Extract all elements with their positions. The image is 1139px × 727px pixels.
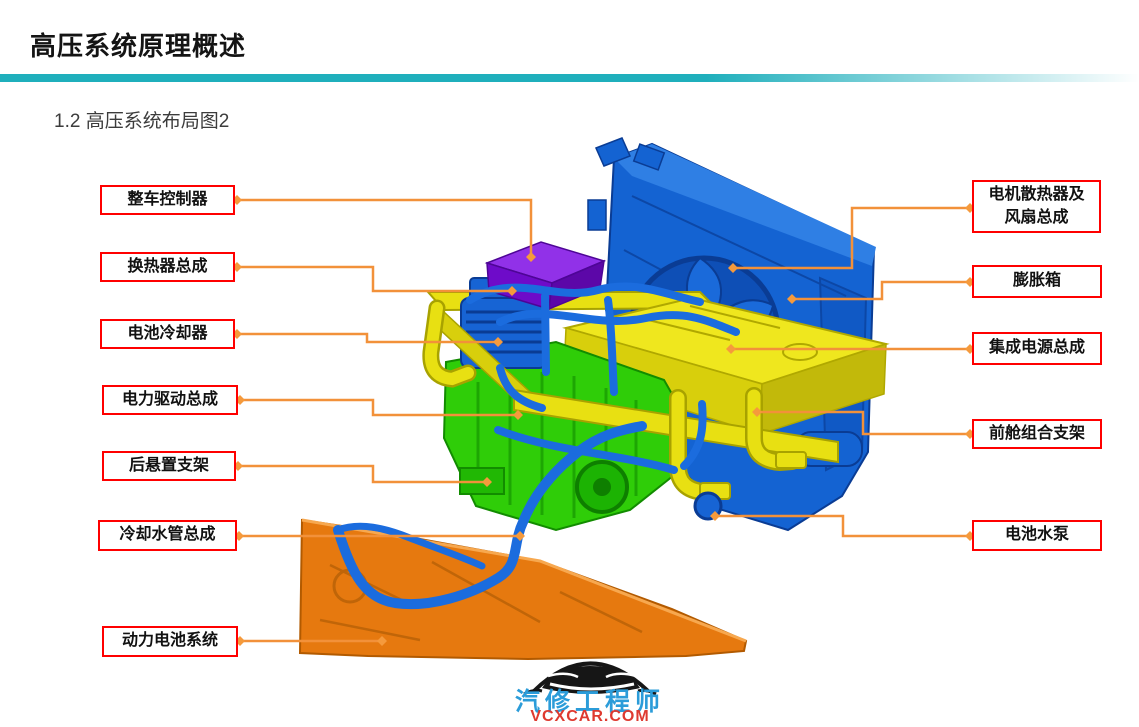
label-heat-exchanger-assembly: 换热器总成 bbox=[100, 252, 235, 282]
label-expansion-tank: 膨胀箱 bbox=[972, 265, 1102, 298]
label-front-cabin-bracket: 前舱组合支架 bbox=[972, 419, 1102, 449]
label-power-battery-system: 动力电池系统 bbox=[102, 626, 238, 657]
leader-lines bbox=[232, 195, 975, 646]
label-coolant-pipe-assembly: 冷却水管总成 bbox=[98, 520, 237, 551]
page-title: 高压系统原理概述 bbox=[30, 31, 247, 61]
label-vehicle-control-unit: 整车控制器 bbox=[100, 185, 235, 215]
leader-electric-drive bbox=[235, 395, 523, 420]
label-integrated-power-assembly: 集成电源总成 bbox=[972, 332, 1102, 365]
label-battery-cooler: 电池冷却器 bbox=[100, 319, 235, 349]
leader-rear-mount-bracket bbox=[233, 461, 492, 487]
label-electric-drive-assembly: 电力驱动总成 bbox=[102, 385, 238, 415]
leader-battery-cooler bbox=[232, 329, 503, 347]
label-motor-radiator-fan-assembly: 电机散热器及 风扇总成 bbox=[972, 180, 1101, 233]
leader-motor-radiator-fan bbox=[728, 203, 975, 273]
label-battery-water-pump: 电池水泵 bbox=[972, 520, 1102, 551]
title-underline-bar bbox=[0, 74, 1139, 82]
leader-expansion-tank bbox=[787, 277, 975, 304]
leader-vehicle-control-unit bbox=[232, 195, 536, 262]
watermark-site-text: VCXCAR.COM bbox=[530, 708, 650, 725]
label-rear-mount-bracket: 后悬置支架 bbox=[102, 451, 236, 481]
watermark-brand-text: 汽修工程师 bbox=[514, 688, 665, 716]
section-subtitle: 1.2 高压系统布局图2 bbox=[54, 111, 230, 132]
watermark-car-logo bbox=[523, 661, 657, 696]
leader-front-cabin-bracket bbox=[752, 407, 975, 439]
leader-battery-water-pump bbox=[710, 511, 975, 541]
leader-heat-exchanger bbox=[232, 262, 517, 296]
